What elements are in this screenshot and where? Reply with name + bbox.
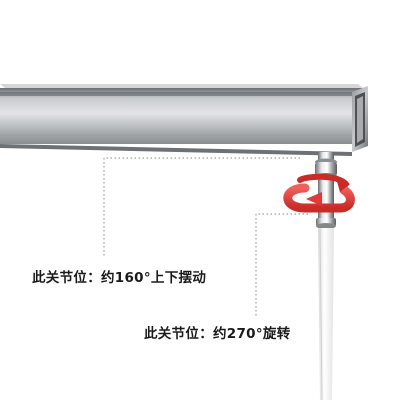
swivel-joint xyxy=(315,152,337,229)
rotate-joint-caption: 此关节位：约270°旋转 xyxy=(144,326,291,342)
leader-line-swing xyxy=(103,157,300,258)
white-rod xyxy=(318,227,334,400)
leader-lines xyxy=(103,157,308,318)
aluminium-bar xyxy=(0,84,368,156)
rotation-arrow-icon xyxy=(283,173,355,213)
swing-joint-caption: 此关节位：约160°上下摆动 xyxy=(32,270,207,286)
leader-line-rotate xyxy=(255,213,308,318)
